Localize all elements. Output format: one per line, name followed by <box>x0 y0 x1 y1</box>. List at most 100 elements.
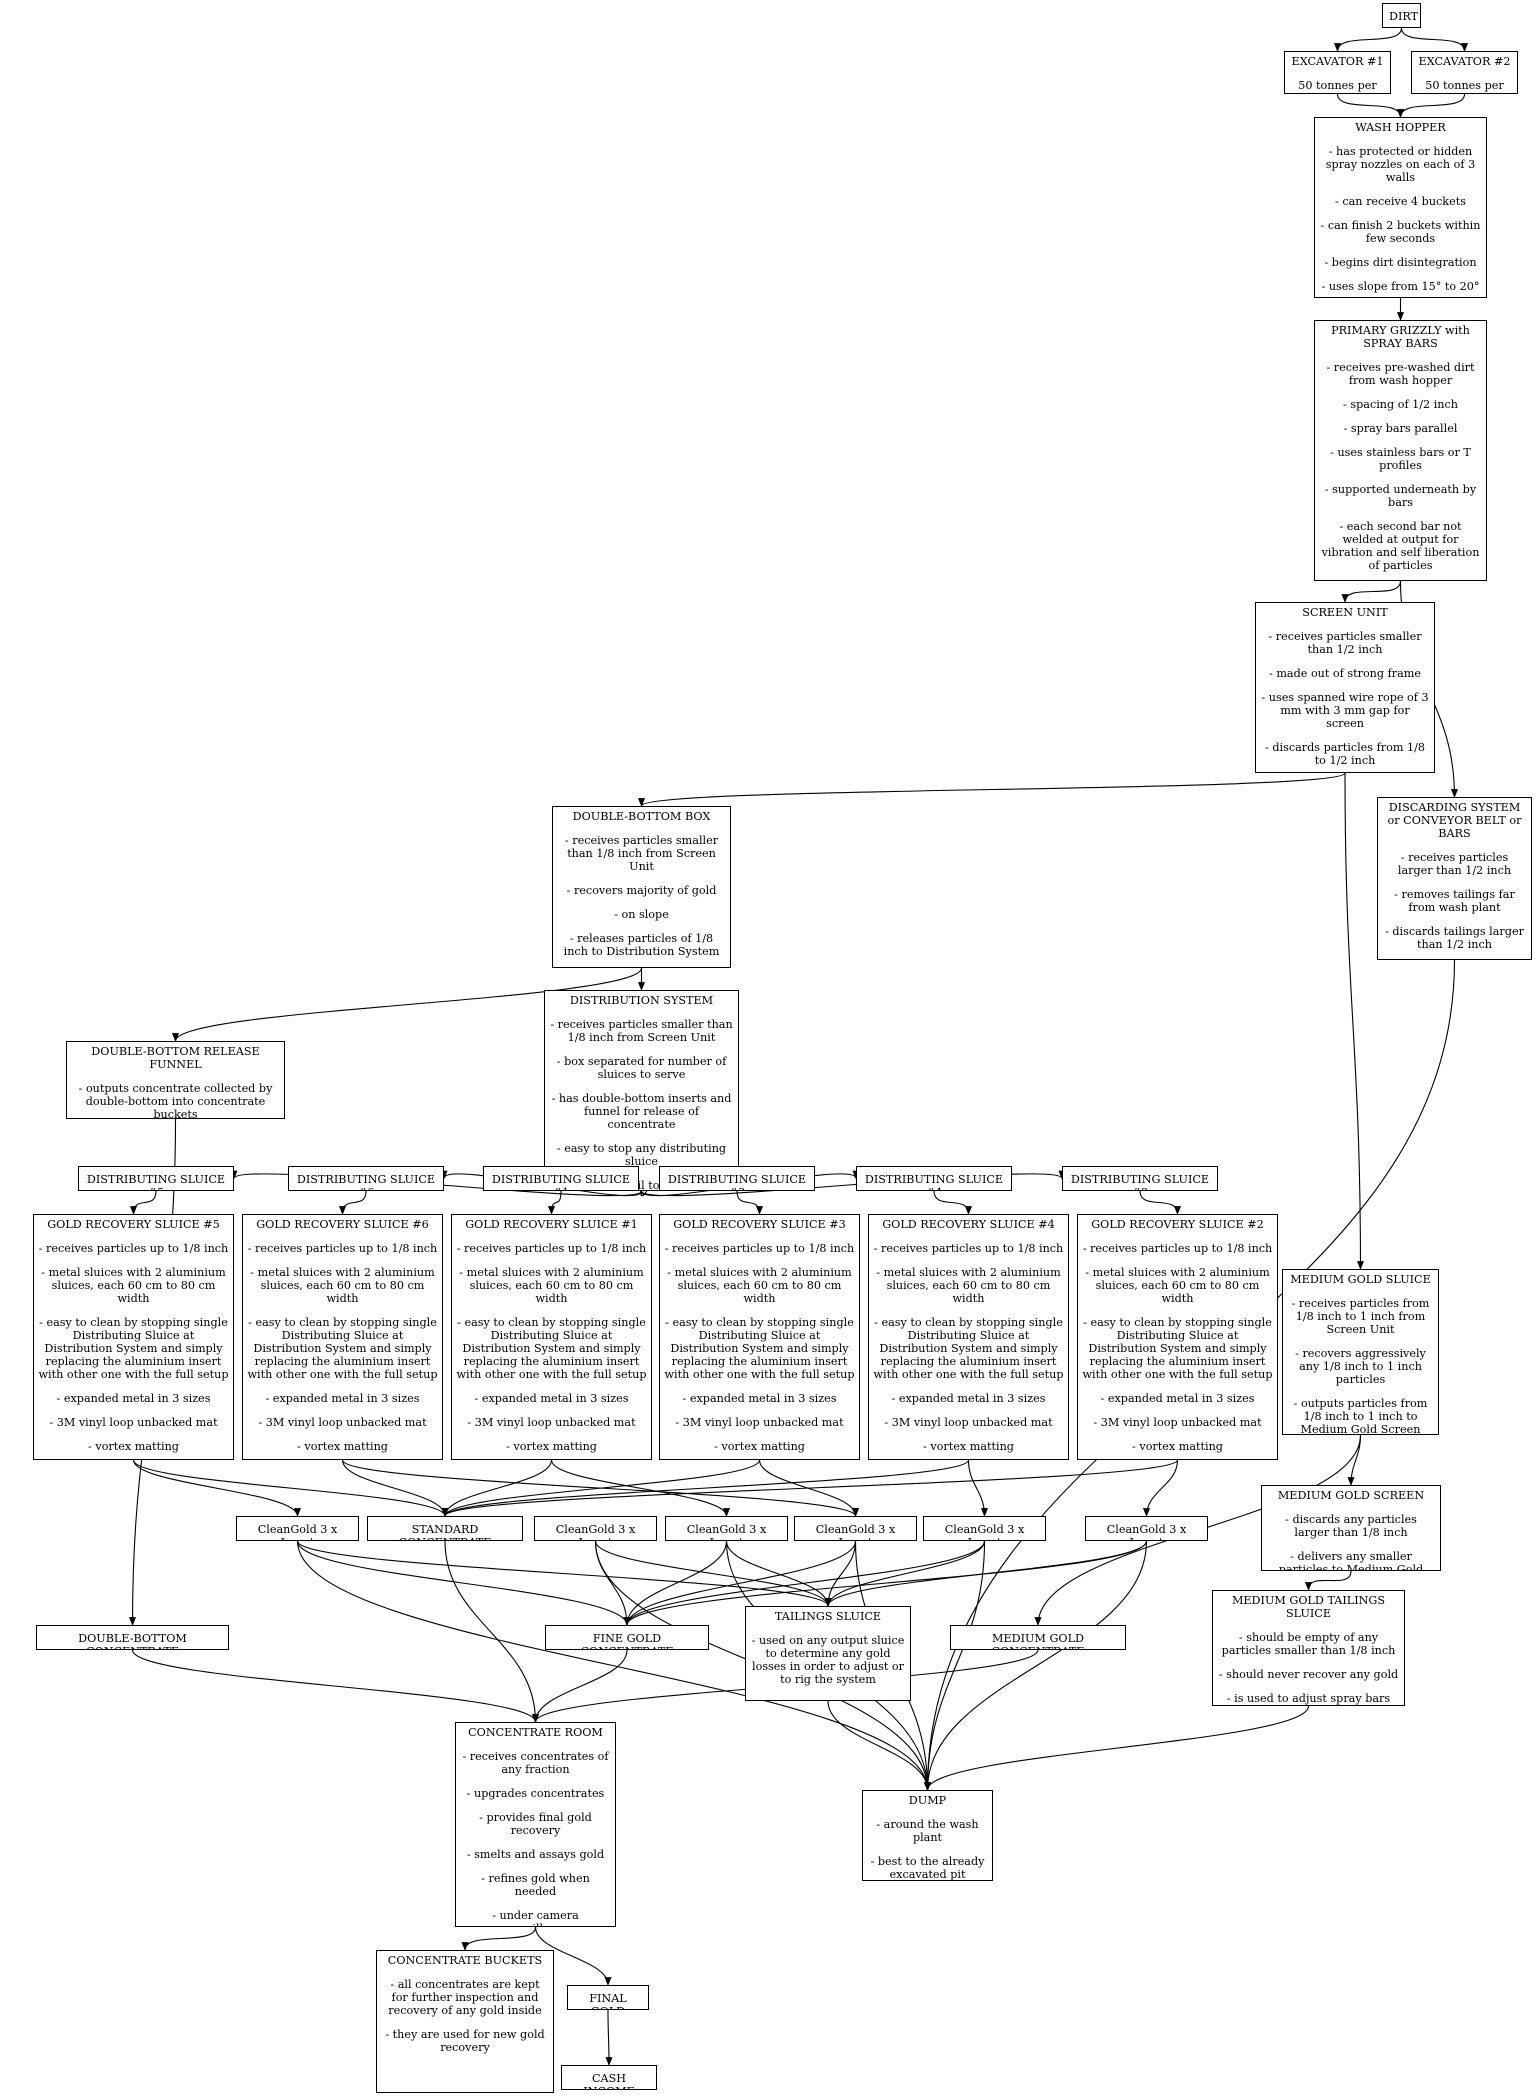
node-line: - 3M vinyl loop unbacked mat <box>1093 1415 1262 1429</box>
edge-ds1-grs1 <box>547 1190 562 1215</box>
node-distributing-sluice-3: DISTRIBUTING SLUICE #3 <box>659 1166 815 1191</box>
edge-grs6-stdc <box>341 1459 449 1517</box>
node-title: DISTRIBUTING SLUICE #5 <box>86 1173 226 1190</box>
edge-dbc-croom <box>131 1649 539 1723</box>
edge-dbb-dbrf <box>172 967 643 1042</box>
node-line: - vortex matting <box>714 1439 805 1453</box>
node-line: - discards tailings larger than 1/2 inch <box>1385 924 1524 951</box>
node-title: GOLD RECOVERY SLUICE #6 <box>256 1218 429 1231</box>
node-wash-hopper: WASH HOPPER - has protected or hidden spr… <box>1314 117 1487 298</box>
node-excavator-1: EXCAVATOR #150 tonnes per hour <box>1284 51 1391 94</box>
node-title: CleanGold 3 x Insert <box>555 1523 636 1540</box>
node-line: - smelts and assays gold <box>466 1847 605 1861</box>
node-medium-gold-tailings-sluice: MEDIUM GOLD TAILINGS SLUICE- should be e… <box>1212 1590 1405 1706</box>
node-line: - 3M vinyl loop unbacked mat <box>467 1415 636 1429</box>
edge-ci4-dump <box>923 1540 986 1791</box>
node-gold-recovery-sluice-1: GOLD RECOVERY SLUICE #1- receives partic… <box>451 1214 652 1460</box>
node-line: - easy to clean by stopping single Distr… <box>247 1315 438 1381</box>
edge-grs5-ci5 <box>132 1459 301 1517</box>
node-line: - discards particles from 1/8 to 1/2 inc… <box>1265 740 1425 767</box>
node-line: - has protected or hidden spray nozzles … <box>1325 144 1476 184</box>
node-medium-gold-concentrate: MEDIUM GOLD CONCENTRATE <box>950 1625 1126 1650</box>
node-line: - expanded metal in 3 sizes <box>1100 1391 1255 1405</box>
node-dump: DUMP- around the wash plant- best to the… <box>862 1790 993 1881</box>
node-title: DISTRIBUTION SYSTEM <box>569 994 714 1007</box>
node-distributing-sluice-4: DISTRIBUTING SLUICE #4 <box>856 1166 1012 1191</box>
edge-tails-dump <box>827 1700 932 1791</box>
node-line: - best to the already excavated pit <box>870 1854 985 1881</box>
edge-ci2-dump <box>923 1540 1148 1791</box>
node-double-bottom-release-funnel: DOUBLE-BOTTOM RELEASE FUNNEL- outputs co… <box>66 1041 285 1119</box>
node-line: - recovers majority of gold <box>566 883 717 897</box>
edge-grs4-stdc <box>441 1459 970 1517</box>
node-double-bottom-concentrate: DOUBLE-BOTTOM CONCENTRATE <box>36 1625 229 1650</box>
node-line: - under camera surveillance <box>492 1908 579 1926</box>
node-line: - easy to clean by stopping single Distr… <box>1082 1315 1273 1381</box>
edge-ci3-tails <box>725 1540 832 1607</box>
node-line: - uses spanned wire rope of 3 mm with 3 … <box>1261 690 1429 730</box>
node-title: CleanGold 3 x Insert <box>944 1523 1025 1540</box>
node-line: - easy to clean by stopping single Distr… <box>664 1315 855 1381</box>
edge-ci4-tails <box>824 1540 986 1607</box>
node-title: DOUBLE-BOTTOM CONCENTRATE <box>78 1632 187 1649</box>
node-gold-recovery-sluice-2: GOLD RECOVERY SLUICE #2- receives partic… <box>1077 1214 1278 1460</box>
node-line: - 3M vinyl loop unbacked mat <box>49 1415 218 1429</box>
node-screen-unit: SCREEN UNIT - receives particles smaller … <box>1255 602 1435 773</box>
node-medium-gold-screen: MEDIUM GOLD SCREEN- discards any particl… <box>1261 1485 1441 1571</box>
edge-ds4-grs4 <box>933 1190 973 1215</box>
node-cleangold-insert: CleanGold 3 x Insert <box>794 1516 917 1541</box>
node-line: - outputs particles from 1/8 inch to 1 i… <box>1293 1396 1428 1435</box>
edge-exc1-wash <box>1336 93 1404 118</box>
edge-screen-mgs <box>1344 772 1365 1270</box>
node-title: STANDARD CONCENTRATE <box>398 1523 491 1540</box>
node-line: - vortex matting <box>297 1439 388 1453</box>
edge-mgts-dump <box>924 1705 1310 1791</box>
node-line: - receives particles up to 1/8 inch <box>38 1241 229 1255</box>
node-title: SCREEN UNIT <box>1302 606 1388 619</box>
node-discarding-system: DISCARDING SYSTEM or CONVEYOR BELT or BA… <box>1377 797 1532 960</box>
node-line: - delivers any smaller particles to Medi… <box>1278 1549 1424 1571</box>
edge-ds6-grs6 <box>338 1190 367 1215</box>
node-line: - easy to clean by stopping single Distr… <box>456 1315 647 1381</box>
node-gold-recovery-sluice-6: GOLD RECOVERY SLUICE #6- receives partic… <box>242 1214 443 1460</box>
node-line: - supported underneath by bars <box>1324 482 1477 509</box>
node-line: - box separated for number of sluices to… <box>556 1054 727 1081</box>
node-line: - recovers aggressively any 1/8 inch to … <box>1295 1346 1426 1386</box>
edge-dist-ds2 <box>640 1170 1066 1197</box>
node-distributing-sluice-1: DISTRIBUTING SLUICE #1 <box>483 1166 639 1191</box>
node-title: WASH HOPPER <box>1355 121 1446 134</box>
node-dirt: DIRT <box>1382 3 1421 28</box>
edge-croom-cbuck <box>461 1926 537 1951</box>
node-line: - provides final gold recovery <box>479 1810 592 1837</box>
node-primary-grizzly: PRIMARY GRIZZLY with SPRAY BARS- receive… <box>1314 320 1487 581</box>
node-line: - refines gold when needed <box>481 1871 590 1898</box>
node-line: - receives particles smaller than 1/2 in… <box>1268 629 1422 656</box>
node-title: CleanGold 3 x Insert <box>257 1523 338 1540</box>
node-line: - receives particles up to 1/8 inch <box>664 1241 855 1255</box>
edge-screen-dbb <box>638 772 1346 807</box>
node-fine-gold-concentrate: FINE GOLD CONCENTRATE <box>545 1625 709 1650</box>
node-line: - uses stainless bars or T profiles <box>1330 445 1471 472</box>
node-gold-recovery-sluice-5: GOLD RECOVERY SLUICE #5 - receives partic… <box>33 1214 234 1460</box>
node-line: - metal sluices with 2 aluminium sluices… <box>876 1265 1061 1305</box>
node-line: - expanded metal in 3 sizes <box>56 1391 211 1405</box>
node-title: DOUBLE-BOTTOM RELEASE FUNNEL <box>91 1045 260 1071</box>
node-line: - can receive 4 buckets <box>1335 194 1466 208</box>
node-title: CleanGold 3 x Insert <box>1106 1523 1187 1540</box>
node-line: - removes tailings far from wash plant <box>1394 887 1515 914</box>
node-title: GOLD RECOVERY SLUICE #5 <box>47 1218 220 1231</box>
node-line: - they are used for new gold recovery <box>385 2027 545 2054</box>
node-line: - discards any particles larger than 1/8… <box>1285 1512 1417 1539</box>
edge-final-cash <box>605 2009 613 2066</box>
node-title: GOLD RECOVERY SLUICE #1 <box>465 1218 638 1231</box>
node-standard-concentrate: STANDARD CONCENTRATE <box>367 1516 523 1541</box>
edge-grs3-stdc <box>441 1459 761 1517</box>
edge-ci6-tails <box>824 1540 857 1607</box>
node-line: - receives particles up to 1/8 inch <box>873 1241 1064 1255</box>
node-line: - should never recover any gold <box>1218 1667 1399 1681</box>
node-line: - metal sluices with 2 aluminium sluices… <box>41 1265 226 1305</box>
node-title: DISCARDING SYSTEM or CONVEYOR BELT or BA… <box>1387 801 1522 840</box>
node-cash-income: CASH INCOME <box>561 2065 657 2090</box>
node-title: DISTRIBUTING SLUICE #4 <box>864 1173 1004 1190</box>
node-title: CleanGold 3 x Insert <box>815 1523 896 1540</box>
